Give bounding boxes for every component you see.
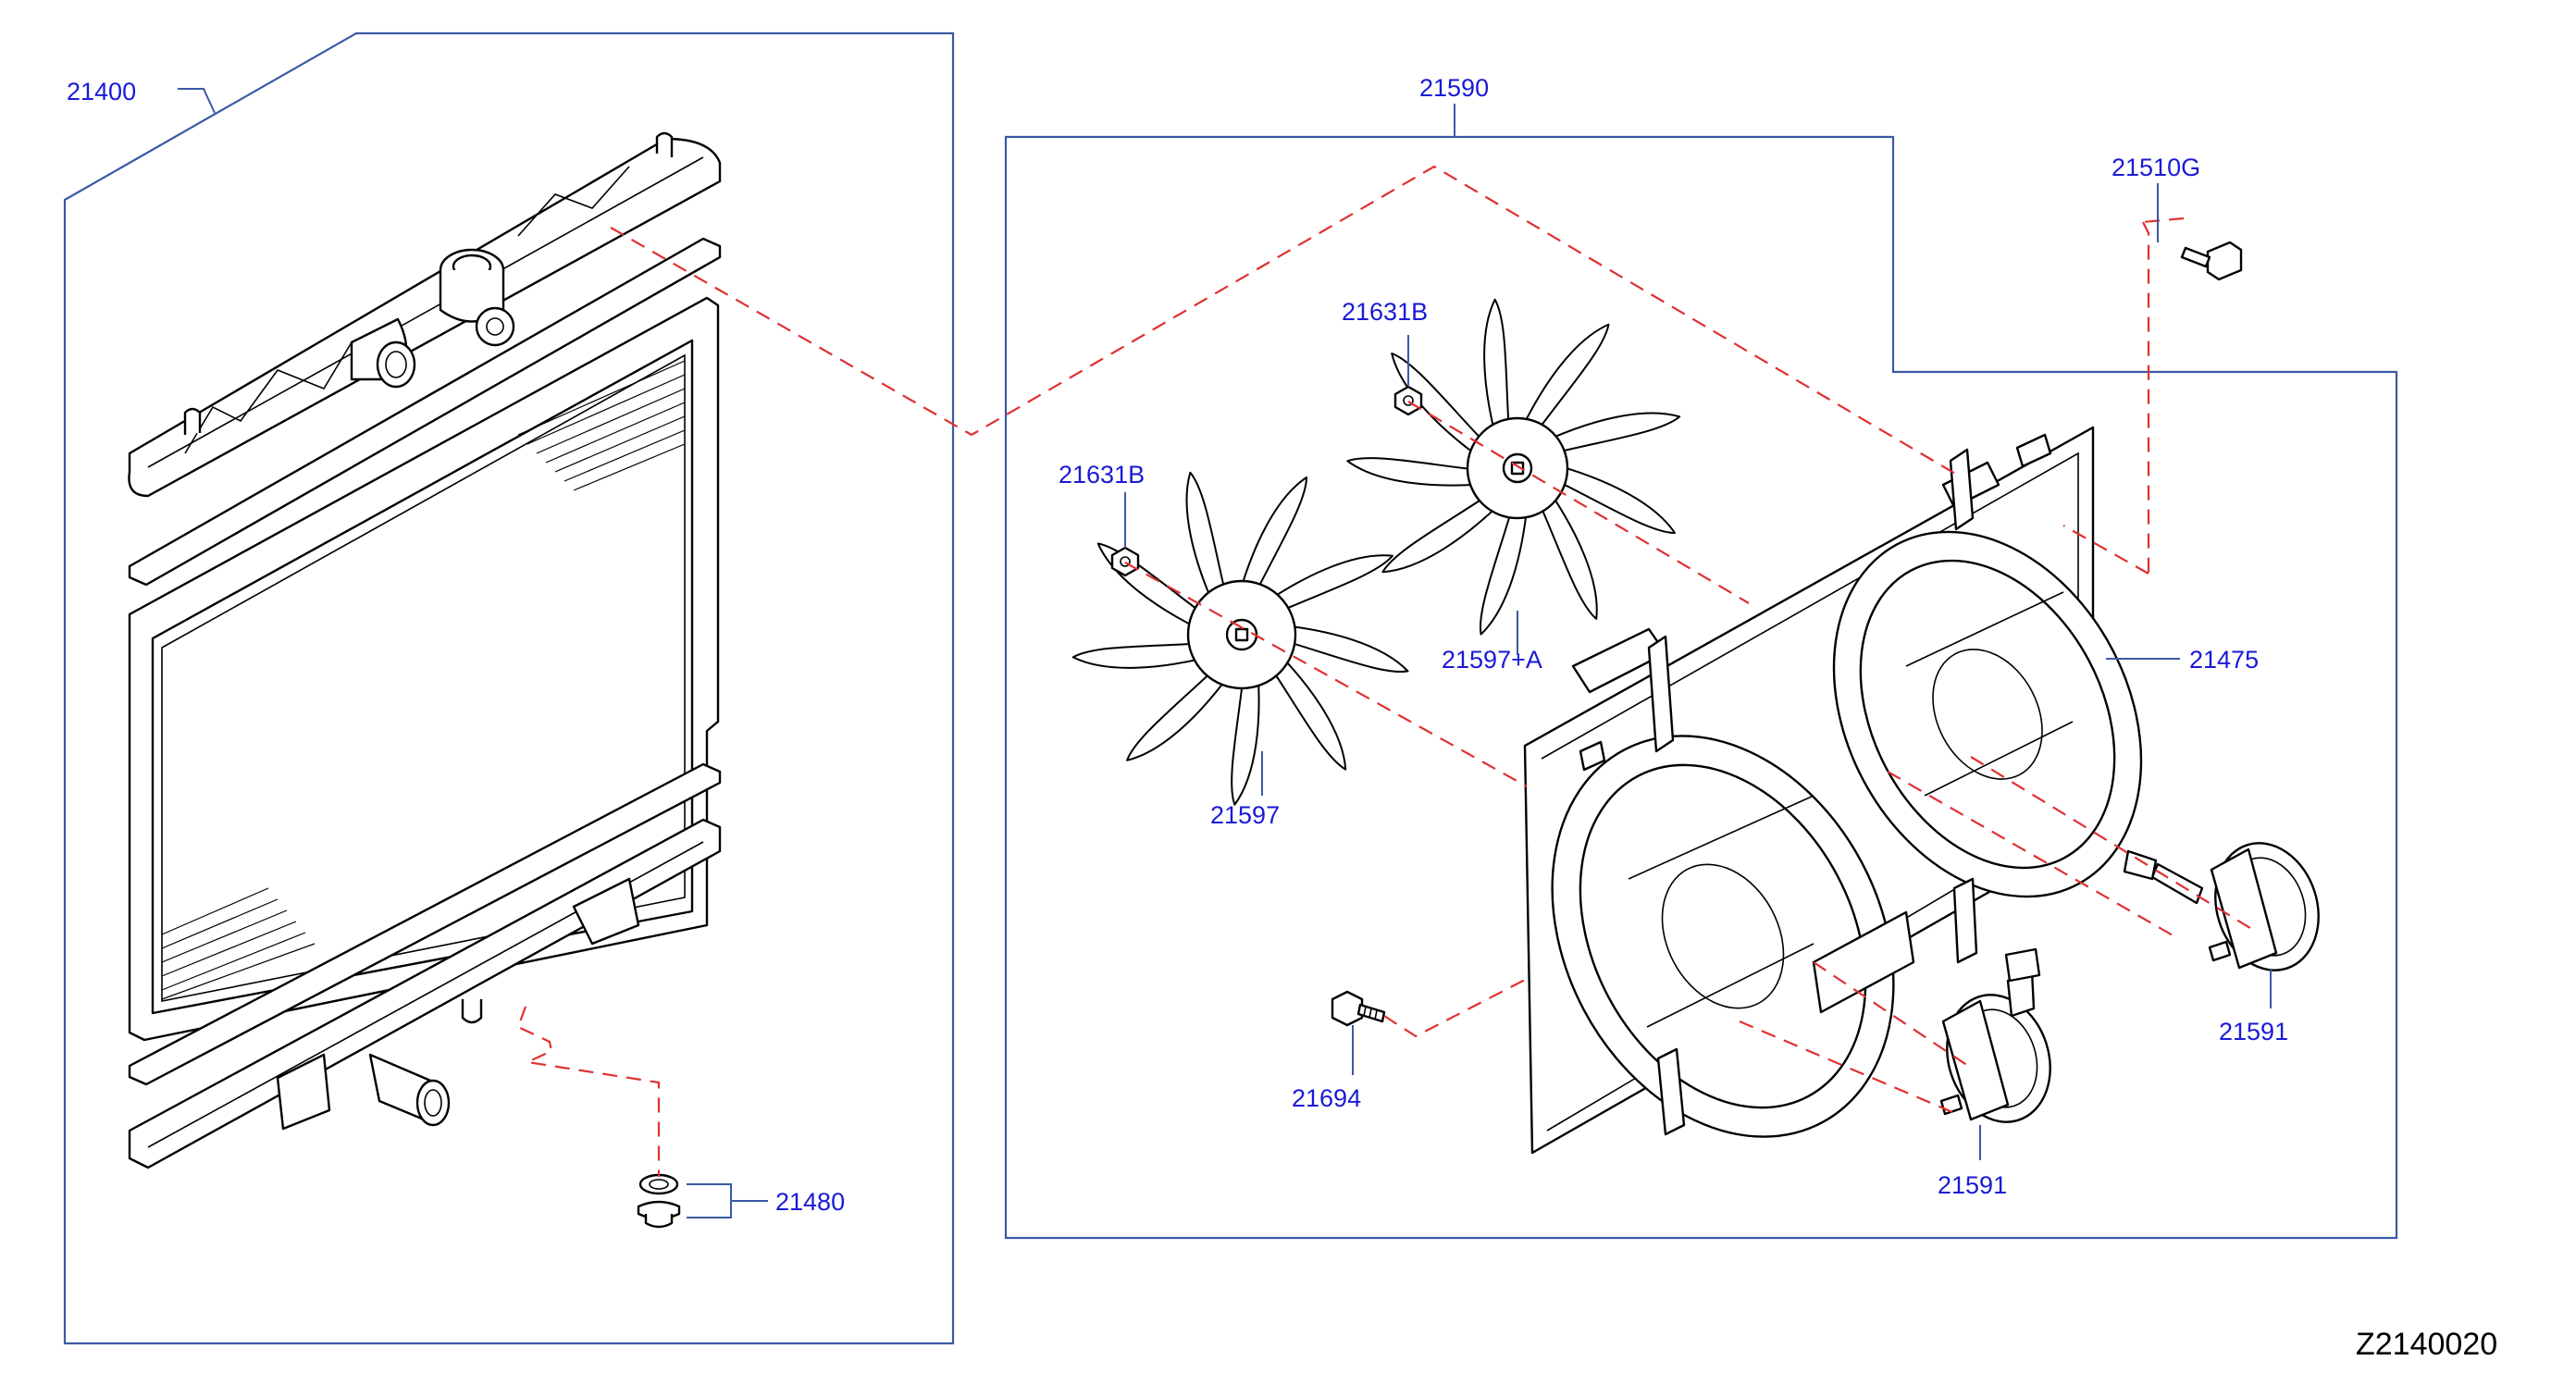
radiator-upper-tank — [128, 137, 722, 498]
callout-motor-lower[interactable]: 21591 — [1938, 1171, 2007, 1199]
group-frames — [63, 31, 2398, 1345]
core-fin-hatch-lower — [161, 887, 316, 1000]
fan-motor-right[interactable] — [2123, 830, 2334, 984]
fan-blade-right[interactable] — [1346, 298, 1681, 636]
outlet-pipe — [368, 1053, 451, 1127]
callout-radiator[interactable]: 21400 — [67, 78, 136, 105]
diagram-id: Z2140020 — [2356, 1327, 2497, 1362]
callout-fan-blade-left[interactable]: 21597 — [1210, 801, 1280, 829]
fan-blade-left[interactable] — [1071, 471, 1409, 806]
callout-motor-right[interactable]: 21591 — [2219, 1018, 2288, 1045]
callout-fan-assembly[interactable]: 21590 — [1419, 74, 1489, 102]
nut-left-fan[interactable] — [1110, 546, 1140, 577]
drain-plug[interactable] — [637, 1173, 681, 1229]
callout-screw[interactable]: 21694 — [1292, 1084, 1361, 1112]
fan-group-frame — [1004, 135, 2398, 1240]
callout-shroud[interactable]: 21475 — [2189, 646, 2259, 674]
callout-leader-lines — [178, 88, 2272, 1218]
bolt-upper[interactable] — [2180, 241, 2243, 281]
callout-bolt-upper[interactable]: 21510G — [2112, 154, 2200, 181]
callouts: 21400 21480 21590 21510G 21631B 21631B 2… — [67, 74, 2288, 1216]
core-fin-hatch-upper — [517, 360, 686, 491]
nut-right-fan[interactable] — [1393, 385, 1423, 416]
screw-lower[interactable] — [1331, 990, 1386, 1027]
filler-neck — [350, 248, 515, 389]
radiator-core[interactable] — [128, 131, 722, 1169]
radiator-group-frame — [63, 31, 955, 1345]
dashed-leader-lines — [516, 165, 2259, 1177]
fan-motor-lower[interactable] — [1931, 947, 2066, 1135]
callout-fan-blade-right[interactable]: 21597+A — [1442, 646, 1542, 674]
radiator-upper-seal — [128, 237, 722, 587]
callout-drain-plug[interactable]: 21480 — [775, 1188, 845, 1216]
callout-nut-left-fan[interactable]: 21631B — [1059, 461, 1145, 489]
radiator-lower-seal — [128, 762, 722, 1086]
fan-shroud[interactable] — [1485, 426, 2202, 1196]
shroud-right-ring — [1832, 530, 2143, 898]
shroud-left-ring — [1551, 735, 1895, 1138]
callout-nut-right-fan[interactable]: 21631B — [1342, 298, 1428, 326]
